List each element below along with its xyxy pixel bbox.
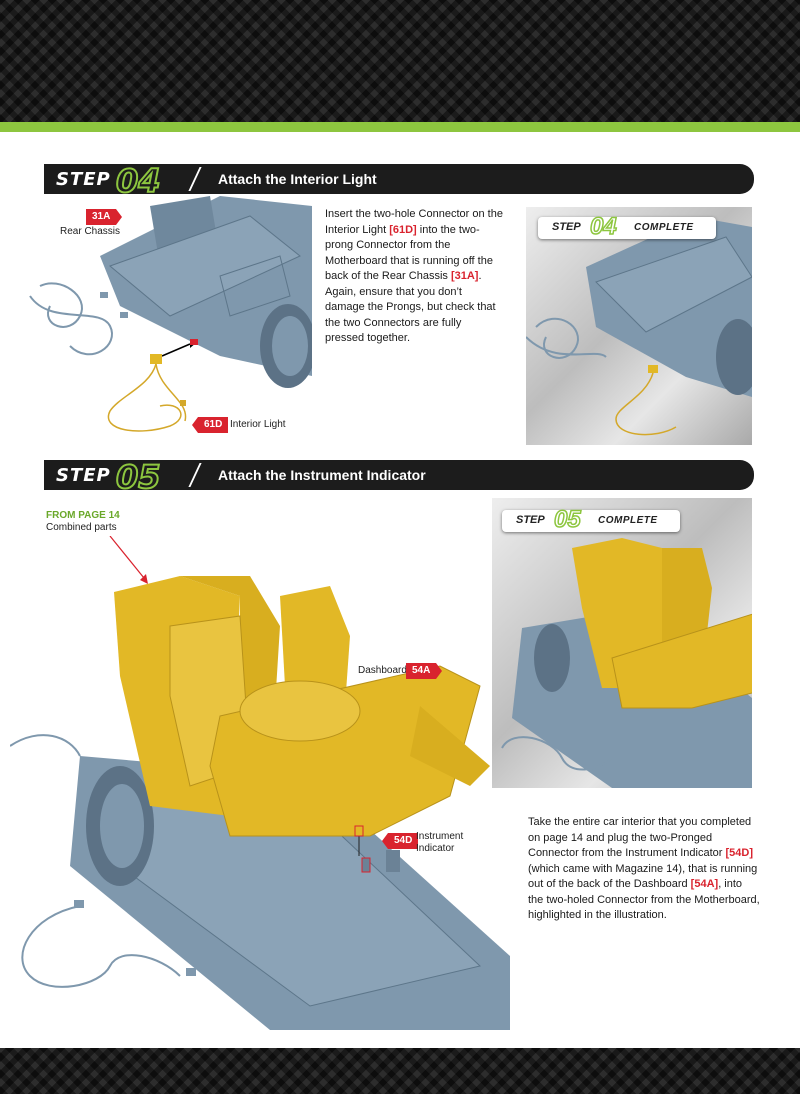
label-31a-code: 31A	[86, 209, 123, 225]
badge-step-word: STEP	[516, 514, 545, 526]
step-number: 04	[115, 161, 162, 201]
combined-parts-note: Combined parts	[46, 522, 117, 533]
divider-slash	[188, 167, 202, 191]
part-ref-61d: [61D]	[389, 223, 417, 236]
interior-assembly-illustration	[10, 536, 510, 1030]
step-word: STEP	[56, 169, 111, 190]
label-54a-text: Dashboard	[358, 665, 407, 676]
badge-complete-word: COMPLETE	[598, 515, 658, 526]
badge-step-word: STEP	[552, 221, 581, 233]
step-05-complete-badge: STEP 05 COMPLETE	[502, 505, 680, 534]
instruction-text: Insert the two-hole Connector on the Int…	[325, 208, 503, 236]
step-word: STEP	[56, 465, 111, 486]
part-ref-54a: [54A]	[690, 878, 719, 890]
step-04-complete-panel: STEP 04 COMPLETE	[526, 207, 752, 445]
label-54d-code: 54D	[381, 833, 419, 849]
step-title: Attach the Interior Light	[218, 171, 377, 187]
instruction-text: , into the two-holed Connector from the …	[528, 878, 760, 921]
from-page-note: FROM PAGE 14	[46, 510, 120, 521]
step-04-instructions: Insert the two-hole Connector on the Int…	[325, 207, 503, 347]
label-61d-text: Interior Light	[230, 419, 286, 430]
footer-carbon-band	[0, 1048, 800, 1094]
part-ref-31a: [31A]	[450, 270, 479, 282]
step-05-complete-illustration	[501, 538, 752, 788]
step-04-header: STEP 04 Attach the Interior Light	[44, 161, 754, 201]
badge-step-number: 05	[553, 505, 581, 534]
badge-complete-word: COMPLETE	[634, 222, 694, 233]
label-54d-text: Instrument Indicator	[416, 831, 463, 855]
instruction-text: Take the entire car interior that you co…	[528, 816, 752, 859]
step-04-complete-illustration	[526, 217, 752, 436]
header-carbon-band	[0, 0, 800, 122]
label-31a-text: Rear Chassis	[60, 226, 121, 237]
instruction-text: . Again, ensure that you don’t damage th…	[325, 270, 496, 344]
label-54d-line1: Instrument	[416, 831, 464, 842]
step-number: 05	[115, 457, 162, 497]
step-05-instructions: Take the entire car interior that you co…	[528, 815, 760, 924]
step-title: Attach the Instrument Indicator	[218, 467, 426, 483]
step-05-header: STEP 05 Attach the Instrument Indicator	[44, 457, 754, 497]
badge-step-number: 04	[589, 212, 617, 241]
header-accent-line	[0, 122, 800, 132]
instruction-text: into the two-prong Connector from the Mo…	[325, 223, 493, 283]
rear-chassis-illustration	[29, 196, 312, 432]
part-ref-54d: [54D]	[725, 847, 753, 859]
label-61d-code: 61D	[191, 417, 229, 433]
step-05-complete-panel: STEP 05 COMPLETE	[492, 498, 752, 788]
instruction-text: (which came with Magazine 14), that is r…	[528, 862, 758, 891]
step-04-complete-badge: STEP 04 COMPLETE	[538, 212, 716, 241]
divider-slash	[188, 463, 202, 487]
label-54d-line2: Indicator	[416, 843, 455, 854]
label-54a-code: 54A	[406, 663, 443, 679]
